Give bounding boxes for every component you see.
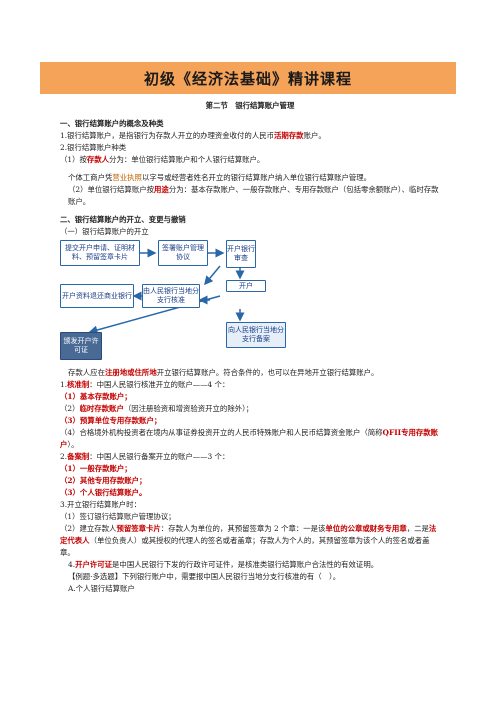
item-k2: （2）临时存款账户（因注册验资和增资验资开立的除外）；	[60, 404, 254, 413]
item-s1: （1）签订银行结算账户管理协议；	[60, 512, 176, 521]
para-5: （2）单位银行结算账户按用途分为：基本存款账户、一般存款账户、专用存款账户（包括…	[68, 185, 439, 206]
item-r3: （3）个人银行结算账户。	[60, 488, 147, 497]
course-banner: 初级《经济法基础》精讲课程	[40, 62, 456, 94]
flow-step-review: 开户银行审查	[226, 240, 256, 268]
para-6: 存款人应在注册地或住所地开立银行结算账户。符合条件的，也可以在异地开立银行结算账…	[68, 368, 379, 377]
para-4: 个体工商户凭营业执照以字号或经营者姓名开立的银行结算账户纳入单位银行结算账户管理…	[68, 173, 372, 182]
example-option-a: A.个人银行结算账户	[68, 584, 135, 593]
item-k4: （4）合格境外机构投资者在境内从事证券投资开立的人民币特殊账户和人民币结算资金账…	[60, 428, 439, 449]
item-k3: （3）预算单位专用存款账户；	[60, 416, 162, 425]
document-body: 第二节 银行结算账户管理 一、银行结算账户的概念及种类 1.银行结算账户，是指银…	[60, 100, 440, 595]
para-7: 1.核准制：中国人民银行核准开立的账户——4 个：	[60, 380, 230, 389]
para-1: 1.银行结算账户，是指银行为存款人开立的办理资金收付的人民币活期存款账户。	[60, 131, 326, 140]
flow-step-submit: 提交开户申请、证明材料、预留签章卡片	[60, 240, 140, 266]
item-r2: （2）其他专用存款账户；	[60, 476, 147, 485]
account-opening-flowchart: 提交开户申请、证明材料、预留签章卡片 签署账户管理协议 开户银行审查 开户资料退…	[60, 240, 440, 363]
para-8: 2.备案制：中国人民银行备案开立的账户——3 个：	[60, 452, 230, 461]
para-9: 3.开立银行结算账户时：	[60, 500, 141, 509]
item-r1: （1）一般存款账户；	[60, 464, 132, 473]
heading-1: 一、银行结算账户的概念及种类	[60, 119, 164, 128]
para-10: 4.开户许可证是中国人民银行下发的行政许可证件，是核准类银行结算账户合法性的有效…	[68, 560, 379, 569]
para-3: （1）按存款人分为：单位银行结算账户和个人银行结算账户。	[60, 155, 265, 164]
flow-step-license: 颁发开户许可证	[60, 332, 102, 360]
flow-step-filing: 向人民银行当地分支行备案	[226, 322, 286, 348]
section-title: 第二节 银行结算账户管理	[205, 101, 295, 110]
item-k1: （1）基本存款账户；	[60, 392, 132, 401]
flow-step-approve: 由人民银行当地分支行核准	[142, 284, 200, 308]
item-s2: （2）建立存款人预留签章卡片：存款人为单位的，其预留签章为 2 个章：一是该单位…	[60, 524, 437, 557]
heading-2-sub: （一）银行结算账户的开立	[60, 227, 149, 236]
flow-step-open: 开户	[226, 280, 266, 292]
example-question: 【例题·多选题】下列银行账户中，需要报中国人民银行当地分支行核准的有（ ）。	[68, 572, 341, 581]
flow-step-sign: 签署账户管理协议	[158, 240, 208, 266]
heading-2: 二、银行结算账户的开立、变更与撤销	[60, 215, 186, 224]
para-2: 2.银行结算账户种类	[60, 143, 127, 152]
flow-step-return: 开户资料退还商业银行	[60, 284, 134, 308]
course-title: 初级《经济法基础》精讲课程	[143, 69, 352, 88]
